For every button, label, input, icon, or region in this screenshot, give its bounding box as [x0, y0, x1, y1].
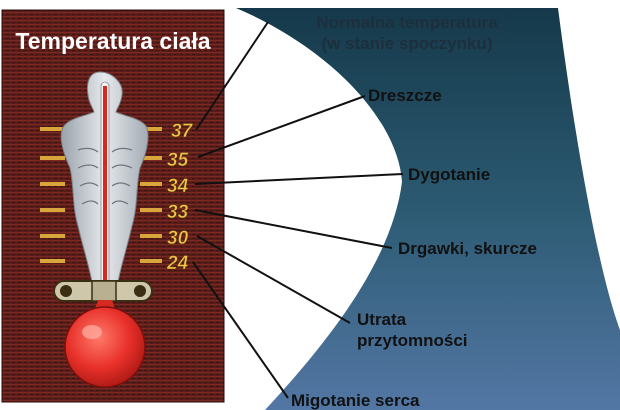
tick-34-right	[140, 182, 162, 186]
label-convulsions: Drgawki, skurcze	[398, 239, 537, 258]
tick-30-right	[140, 234, 162, 238]
label-shivering: Dygotanie	[408, 165, 490, 184]
scale-label-34: 34	[167, 176, 189, 197]
tick-33-left	[40, 208, 65, 212]
tick-24-left	[40, 259, 65, 263]
label-unconscious-line1: Utrata	[357, 310, 407, 329]
bulb-highlight	[82, 325, 102, 339]
label-chills: Dreszcze	[368, 86, 442, 105]
label-normal-line2: (w stanie spoczynku)	[322, 34, 493, 53]
tick-33-right	[140, 208, 162, 212]
thermometer-panel: Temperatura ciała	[2, 10, 224, 402]
panel-title: Temperatura ciała	[15, 28, 210, 54]
tick-24-right	[140, 259, 162, 263]
tick-37-left	[40, 127, 65, 131]
scale-label-33: 33	[167, 202, 189, 223]
scale-label-30: 30	[167, 228, 189, 249]
thermometer-bulb	[65, 307, 145, 387]
tick-34-left	[40, 182, 65, 186]
leader-convulsions	[195, 210, 392, 248]
thermometer-clamp	[54, 281, 152, 301]
tick-30-left	[40, 234, 65, 238]
scale-label-37: 37	[171, 121, 194, 142]
leader-shivering	[195, 174, 403, 184]
scale-label-24: 24	[166, 253, 189, 274]
tick-35-left	[40, 156, 65, 160]
label-normal-line1: Normalna temperatura	[316, 13, 498, 32]
label-fibrillation: Migotanie serca	[291, 391, 420, 410]
label-unconscious-line2: przytomności	[357, 331, 468, 350]
scale-label-35: 35	[167, 150, 189, 171]
